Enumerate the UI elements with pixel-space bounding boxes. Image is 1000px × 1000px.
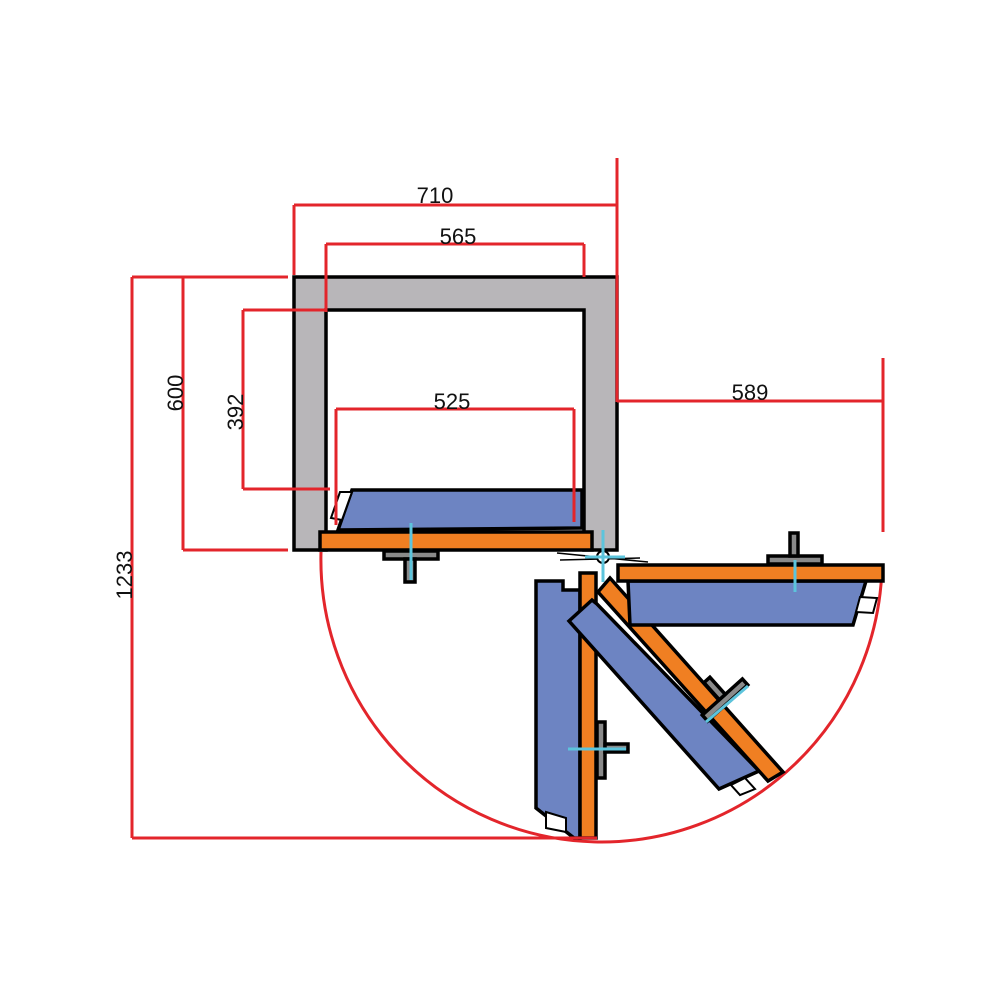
dim-depth: 600 — [163, 375, 188, 412]
swing-arc — [319, 551, 884, 844]
dim-swing-depth: 1233 — [112, 551, 137, 600]
hinge-icon — [556, 530, 649, 582]
dim-drawer-width: 525 — [434, 389, 471, 414]
diagonal-drawer — [566, 597, 762, 792]
open-drawer — [626, 579, 869, 627]
open-door — [616, 563, 885, 583]
dim-inner-width: 565 — [440, 224, 477, 249]
dimension-lines — [130, 158, 885, 840]
drawer-runner — [854, 595, 879, 615]
dim-inner-height: 392 — [223, 394, 248, 431]
dim-swing-side: 589 — [732, 380, 769, 405]
closed-door — [318, 530, 594, 552]
dim-overall-width: 710 — [417, 183, 454, 208]
drawer-runner — [545, 810, 567, 834]
drawer-runner — [729, 776, 757, 797]
axis-line — [705, 684, 749, 724]
handle-stem — [788, 531, 800, 558]
closed-drawer — [335, 488, 584, 532]
